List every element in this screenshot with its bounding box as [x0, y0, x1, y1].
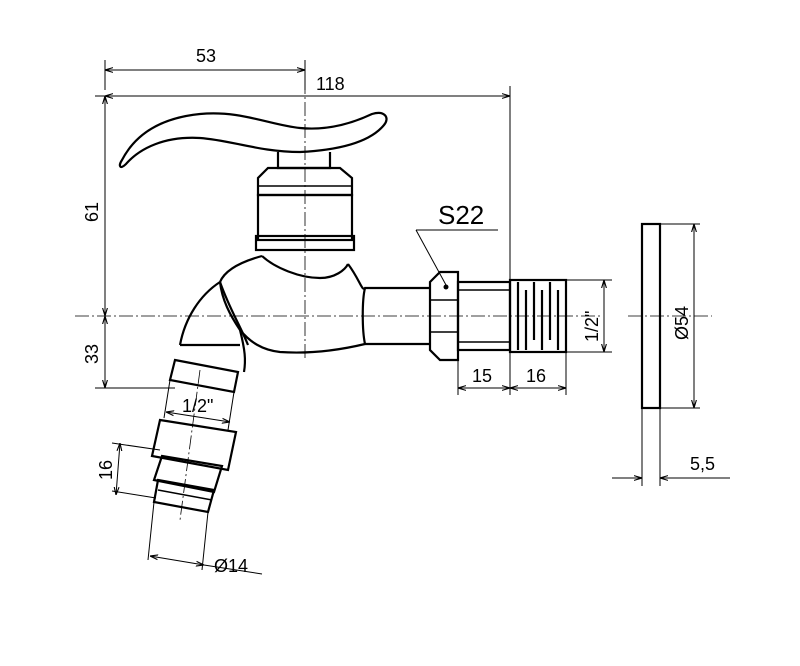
hose-diameter-label: Ø14	[214, 556, 248, 576]
thread-lines	[516, 282, 560, 350]
thread-length-label: 16	[526, 366, 546, 386]
spindle-offset-label: 53	[196, 46, 216, 66]
height-top-label: 61	[82, 202, 102, 222]
spindle-head	[254, 152, 356, 252]
dimension-lines	[95, 60, 730, 575]
wall-flange	[640, 222, 662, 410]
outlet-nozzle	[150, 358, 240, 514]
hex-size-label: S22	[438, 200, 484, 230]
hose-length-label: 16	[96, 460, 116, 480]
hex-length-label: 15	[472, 366, 492, 386]
dimension-labels: 53 118 61 33 S22 1/2" 15 16 Ø54 5,5 1/2"…	[82, 46, 715, 576]
lever-handle	[118, 111, 388, 169]
flange-thickness-label: 5,5	[690, 454, 715, 474]
outlet-thread-label: 1/2"	[182, 396, 213, 416]
total-length-label: 118	[316, 74, 345, 94]
inlet-thread-label: 1/2"	[582, 311, 602, 342]
faucet-body	[178, 254, 430, 373]
height-bottom-label: 33	[82, 344, 102, 364]
flange-diameter-label: Ø54	[672, 306, 692, 340]
center-lines	[75, 80, 712, 521]
